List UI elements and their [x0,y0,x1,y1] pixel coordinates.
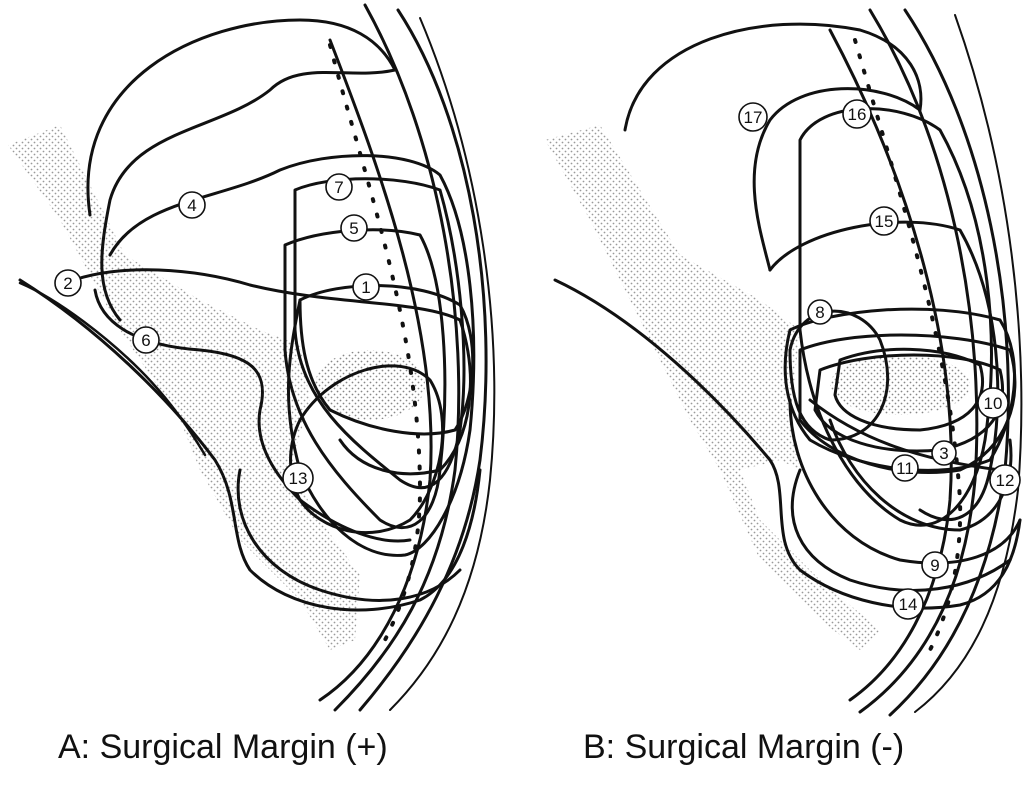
label-text: 17 [744,108,763,127]
label-text: 6 [141,331,150,350]
label-text: 7 [334,178,343,197]
panel-b-contour-12 [830,420,1011,530]
label-circle: 11 [892,455,918,481]
label-text: 16 [848,105,867,124]
label-circle: 10 [978,388,1008,418]
label-text: 5 [349,219,358,238]
label-circle: 14 [893,589,923,619]
label-circle: 7 [326,174,352,200]
label-circle: 3 [932,441,956,465]
label-text: 8 [815,303,824,322]
label-text: 1 [361,278,370,297]
label-text: 11 [896,459,914,478]
label-text: 12 [996,471,1015,490]
panel-b-caption: B: Surgical Margin (-) [583,728,904,767]
label-circle: 16 [843,100,871,128]
label-circle: 17 [739,103,767,131]
label-text: 3 [939,444,948,463]
label-text: 4 [187,196,196,215]
label-circle: 15 [870,207,898,235]
label-text: 2 [63,274,72,293]
label-circle: 4 [179,192,205,218]
panel-a-drawing [8,5,494,710]
label-circle: 9 [922,552,948,578]
label-text: 10 [984,394,1003,413]
label-circle: 2 [55,270,81,296]
panel-b-drawing [545,10,1021,715]
label-circle: 6 [133,327,159,353]
label-text: 9 [930,556,939,575]
label-text: 14 [899,595,918,614]
label-text: 13 [289,469,308,488]
panel-b-lower-loop [792,470,1010,590]
label-circle: 5 [341,215,367,241]
label-circle: 8 [808,300,832,324]
panel-a-caption: A: Surgical Margin (+) [58,728,388,767]
label-circle: 13 [283,463,313,493]
label-circle: 1 [353,274,379,300]
panel-a-contour-7 [295,179,464,488]
label-text: 15 [875,212,894,231]
label-circle: 12 [990,465,1020,495]
